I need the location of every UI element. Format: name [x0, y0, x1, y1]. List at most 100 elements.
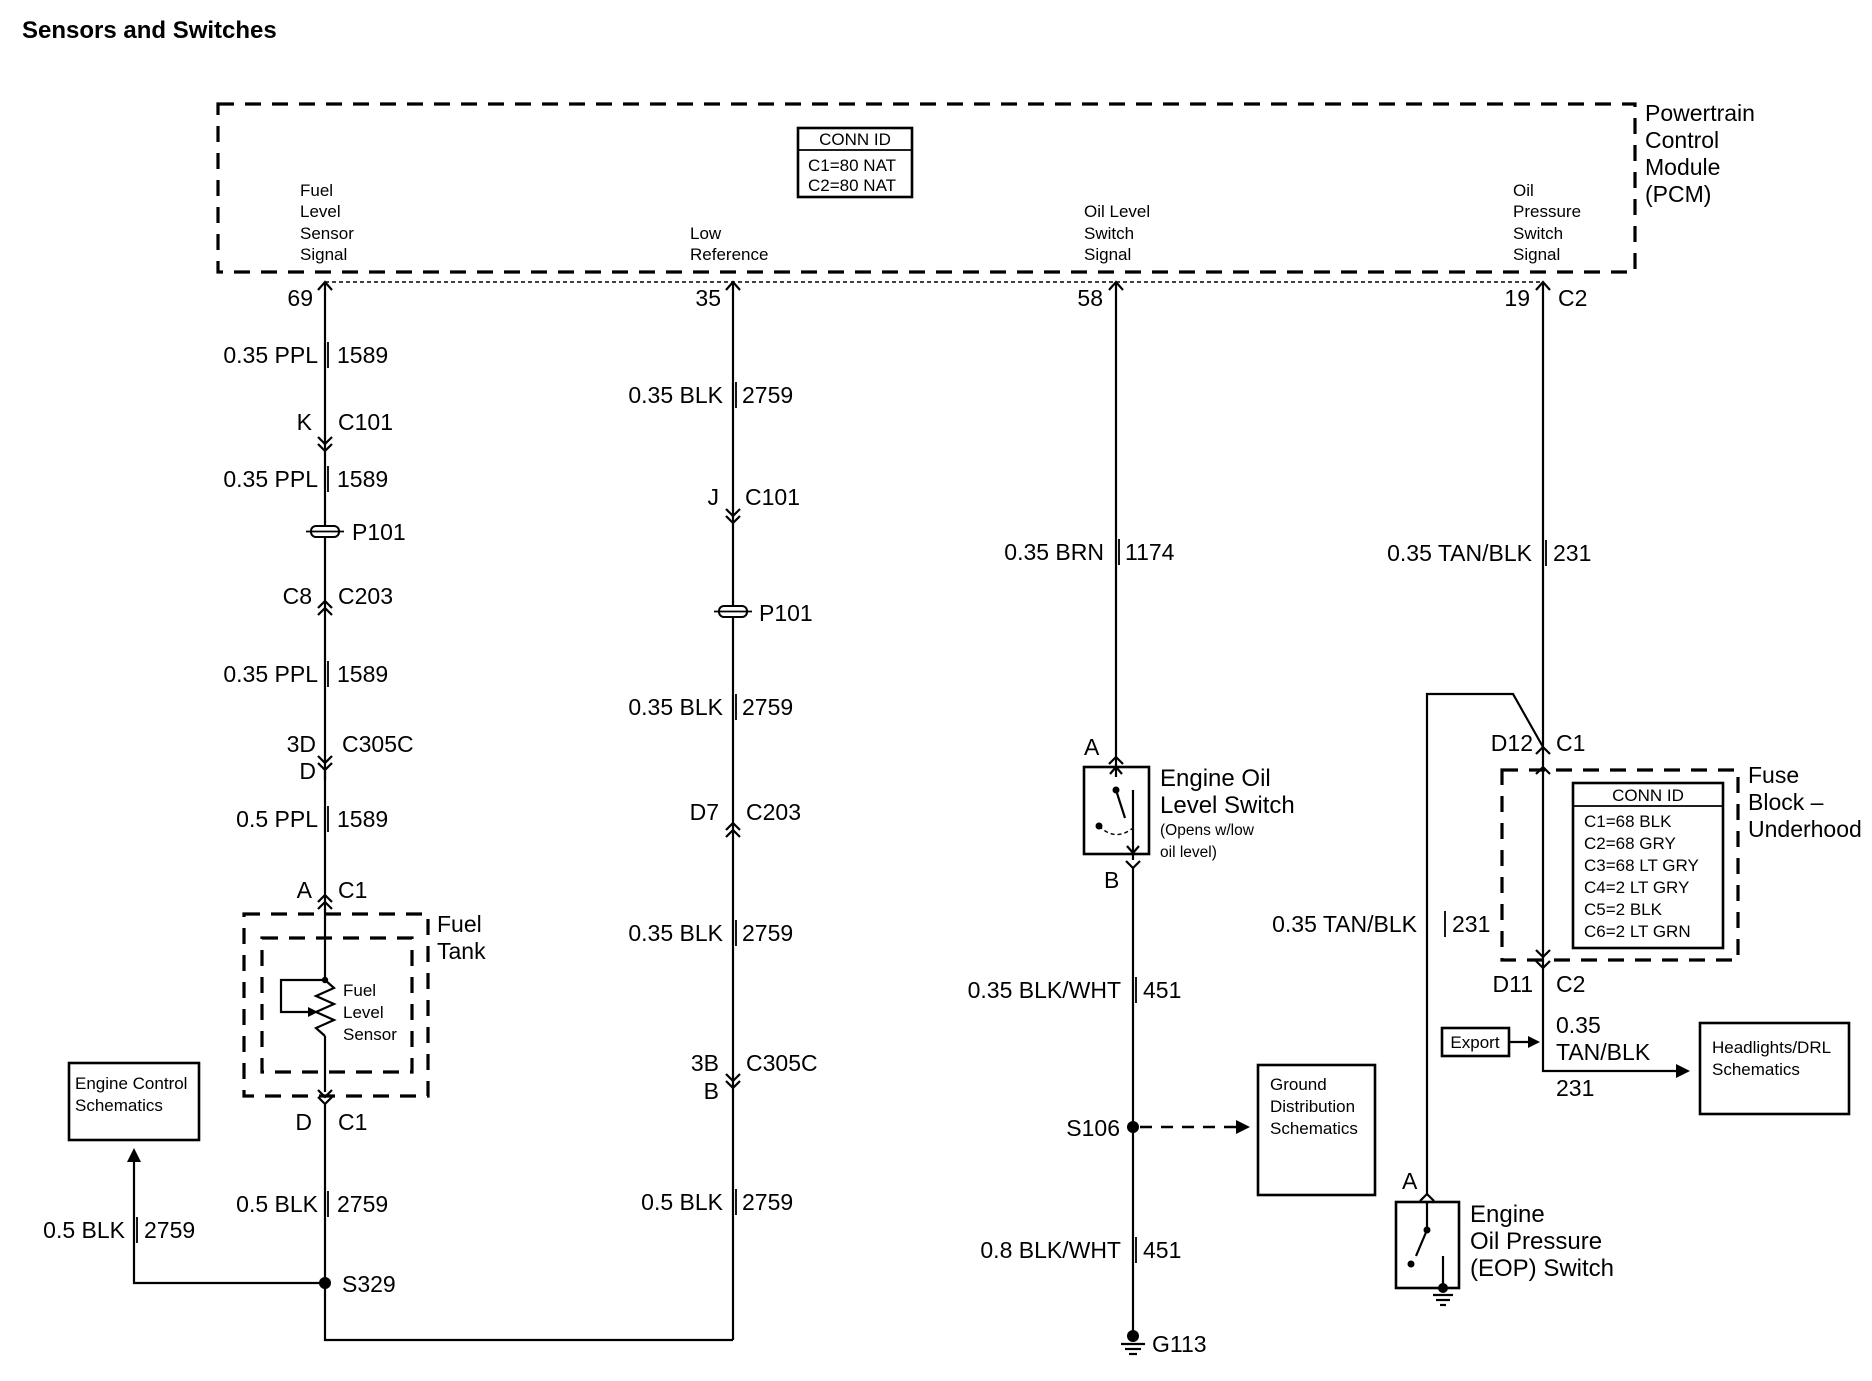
oillevel-pin-a: A: [1084, 734, 1100, 760]
fuel-level-sensor-symbol: [279, 909, 337, 1092]
oil-level-switch-label-2: Level Switch: [1160, 792, 1295, 819]
fuel-wire4-num: 1589: [337, 806, 388, 832]
lowref-wire2-color: 0.35 BLK: [628, 694, 723, 720]
lowref-p101: P101: [759, 600, 813, 626]
fuse-conn-id-row-2: C2=68 GRY: [1584, 834, 1676, 853]
fuse-conn-id-row-1: C1=68 BLK: [1584, 812, 1672, 831]
pcm-conn-id-table: CONN ID C1=80 NAT C2=80 NAT: [796, 126, 914, 199]
headlights-label-1: Headlights/DRL: [1712, 1038, 1831, 1057]
signal-fuel-1: Fuel: [300, 181, 333, 200]
fuel-sensor-boundary: [260, 936, 414, 1074]
ground-dist-label-2: Distribution: [1270, 1097, 1355, 1116]
oillevel-pin-b-chevron: [1125, 860, 1141, 870]
engine-oil-pressure-switch: [1394, 1200, 1461, 1307]
fuse-conn-id-table: CONN ID C1=68 BLK C2=68 GRY C3=68 LT GRY…: [1571, 781, 1725, 950]
pcm-module: Powertrain Control Module (PCM) CONN ID …: [216, 100, 1755, 311]
fuel-wire1-color: 0.35 PPL: [223, 342, 318, 368]
fuel-tank-bot-conn: C1: [338, 1109, 367, 1135]
pcm-conn-id-row-1: C1=80 NAT: [808, 156, 896, 175]
fuse-conn-id-row-5: C5=2 BLK: [1584, 900, 1663, 919]
fuel-tank-bot-pin: D: [295, 1109, 312, 1135]
lowref-wire4-color: 0.5 BLK: [641, 1189, 723, 1215]
headlights-feed-wire: [1541, 968, 1676, 1073]
fuse-label-2: Block –: [1748, 789, 1824, 815]
lowref-c305-connector: [725, 1073, 741, 1090]
fuel-sensor-label-1: Fuel: [343, 981, 376, 1000]
fuel-c305-pin: 3D: [287, 731, 316, 757]
fuel-wire2-num: 1589: [337, 466, 388, 492]
oilpress-wire3-color-2: TAN/BLK: [1556, 1039, 1651, 1065]
signal-fuel-4: Signal: [300, 245, 347, 264]
oillevel-wire1-color: 0.35 BRN: [1004, 539, 1104, 565]
fuel-tank-label-1: Fuel: [437, 911, 482, 937]
fuel-c101: C101: [338, 409, 393, 435]
fuel-tank-top-pin: A: [297, 877, 313, 903]
fuel-wire3-num: 1589: [337, 661, 388, 687]
fuel-sensor-label-2: Level: [343, 1003, 384, 1022]
lowref-wire2-num: 2759: [742, 694, 793, 720]
export-label: Export: [1450, 1033, 1499, 1052]
branch-wire-num: 2759: [144, 1217, 195, 1243]
eop-label-1: Engine: [1470, 1201, 1545, 1228]
lowref-c305-pin: 3B: [691, 1050, 719, 1076]
lowref-wire1-color: 0.35 BLK: [628, 382, 723, 408]
engine-oil-level-switch: [1082, 757, 1151, 860]
pcm-name-1: Powertrain: [1645, 100, 1755, 126]
oilpress-wire3-color-1: 0.35: [1556, 1012, 1601, 1038]
fuel-tank-boundary: [242, 912, 430, 1098]
fuse-top-pin: D12: [1491, 730, 1533, 756]
pin-19: 19: [1504, 285, 1530, 311]
oilpress-wire2-num: 231: [1452, 911, 1490, 937]
fuse-block-boundary: [1500, 768, 1740, 962]
lowref-wire1-num: 2759: [742, 382, 793, 408]
oilpress-wire1-num: 231: [1553, 540, 1591, 566]
branch-wire-color: 0.5 BLK: [43, 1217, 125, 1243]
ground-g113-symbol: [1121, 1330, 1145, 1356]
fuel-wire5-num: 2759: [337, 1191, 388, 1217]
fuse-conn-id-header: CONN ID: [1612, 786, 1684, 805]
fuse-label-1: Fuse: [1748, 762, 1799, 788]
pin-58: 58: [1077, 285, 1103, 311]
fuse-conn-id-row-6: C6=2 LT GRN: [1584, 922, 1691, 941]
lowref-c203-pin: D7: [690, 799, 719, 825]
headlights-drl-schematics-box[interactable]: Headlights/DRL Schematics: [1698, 1021, 1851, 1116]
oillevel-wire1-num: 1174: [1125, 539, 1175, 565]
lowref-c101-connector: [725, 508, 741, 525]
engine-control-schematics-box[interactable]: Engine Control Schematics: [67, 1061, 201, 1142]
fuel-wire4-color: 0.5 PPL: [236, 806, 318, 832]
ground-g113-label: G113: [1152, 1331, 1207, 1357]
fuel-tank-top-conn: C1: [338, 877, 367, 903]
lowref-c305-pin2: B: [704, 1078, 719, 1104]
engine-control-label-2: Schematics: [75, 1096, 163, 1115]
lowref-wire4-num: 2759: [742, 1189, 793, 1215]
oillevel-wire2-color: 0.35 BLK/WHT: [968, 977, 1121, 1003]
splice-s106: [1127, 1121, 1139, 1133]
eop-label-3: (EOP) Switch: [1470, 1255, 1614, 1282]
pcm-conn-id-header: CONN ID: [819, 130, 891, 149]
ground-distribution-schematics-box[interactable]: Ground Distribution Schematics: [1256, 1063, 1377, 1197]
pcm-name-2: Control: [1645, 127, 1719, 153]
oil-level-switch-label-1: Engine Oil: [1160, 765, 1271, 792]
pin-69: 69: [287, 285, 313, 311]
fuel-c101-pin: K: [297, 409, 313, 435]
pcm-conn-id-row-2: C2=80 NAT: [808, 176, 896, 195]
fuel-tank-top-connector: [317, 893, 333, 910]
ground-dist-label-3: Schematics: [1270, 1119, 1358, 1138]
pcm-boundary: [216, 102, 1637, 274]
lowref-c101: C101: [745, 484, 800, 510]
signal-fuel-3: Sensor: [300, 224, 354, 243]
signal-oilpress-4: Signal: [1513, 245, 1560, 264]
fuel-c101-connector: [317, 436, 333, 453]
signal-oilpress-3: Switch: [1513, 224, 1563, 243]
eop-pin-a: A: [1402, 1168, 1418, 1194]
fuel-p101: P101: [352, 519, 406, 545]
ground-return-bus: [323, 1338, 733, 1342]
signal-oilpress-1: Oil: [1513, 181, 1534, 200]
fuel-wire3-color: 0.35 PPL: [223, 661, 318, 687]
oilpress-wire2-color: 0.35 TAN/BLK: [1272, 911, 1418, 937]
splice-s329-label: S329: [342, 1271, 396, 1297]
fuse-conn-id-row-3: C3=68 LT GRY: [1584, 856, 1699, 875]
fuel-wire1-num: 1589: [337, 342, 388, 368]
oilpress-circuit: 0.35 TAN/BLK 231 D12 C1 Fuse Block – Und…: [1272, 282, 1862, 1307]
